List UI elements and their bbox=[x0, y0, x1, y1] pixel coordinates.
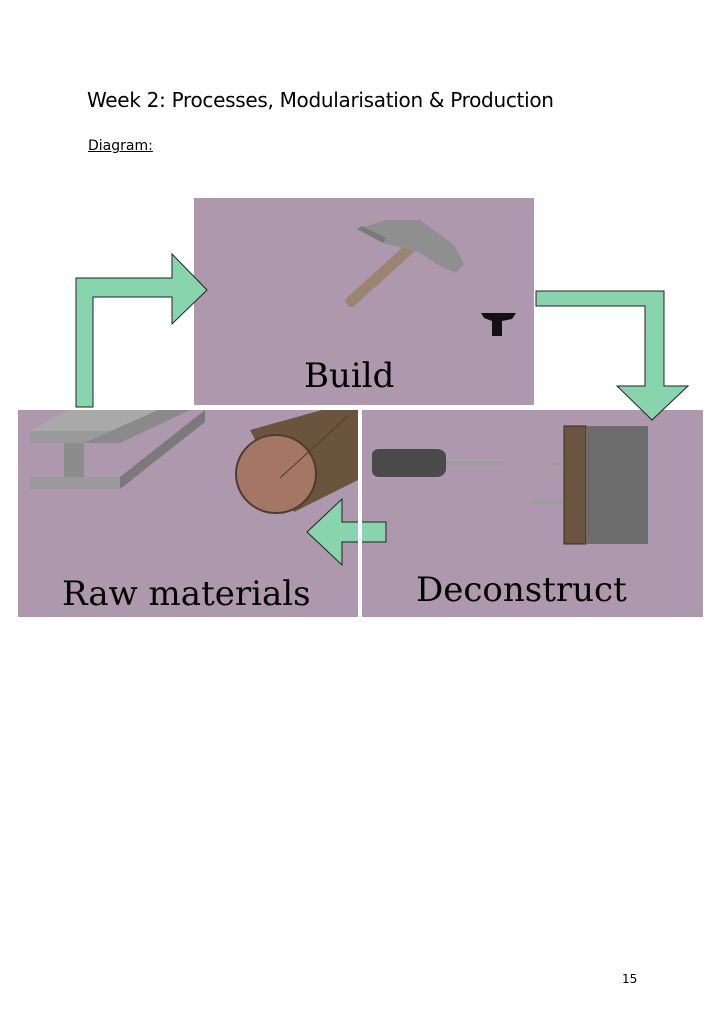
screwdriver-icon bbox=[372, 449, 504, 477]
stage-raw-materials-label: Raw materials bbox=[62, 574, 311, 614]
page-number: 15 bbox=[622, 972, 638, 986]
log-icon bbox=[235, 410, 358, 514]
hammer-icon bbox=[345, 220, 464, 308]
steel-beam-icon bbox=[30, 410, 205, 489]
stage-deconstruct-label: Deconstruct bbox=[416, 570, 627, 610]
arrow-raw-to-build bbox=[75, 252, 208, 408]
anvil-icon bbox=[481, 313, 516, 336]
page-title: Week 2: Processes, Modularisation & Prod… bbox=[87, 88, 554, 112]
screws-icon bbox=[533, 462, 565, 504]
wall-panel-icon bbox=[563, 425, 648, 545]
diagram-label: Diagram: bbox=[88, 138, 153, 154]
stage-build-label: Build bbox=[304, 356, 395, 396]
arrow-deconstruct-to-raw bbox=[306, 497, 387, 567]
arrow-build-to-deconstruct bbox=[535, 290, 690, 421]
